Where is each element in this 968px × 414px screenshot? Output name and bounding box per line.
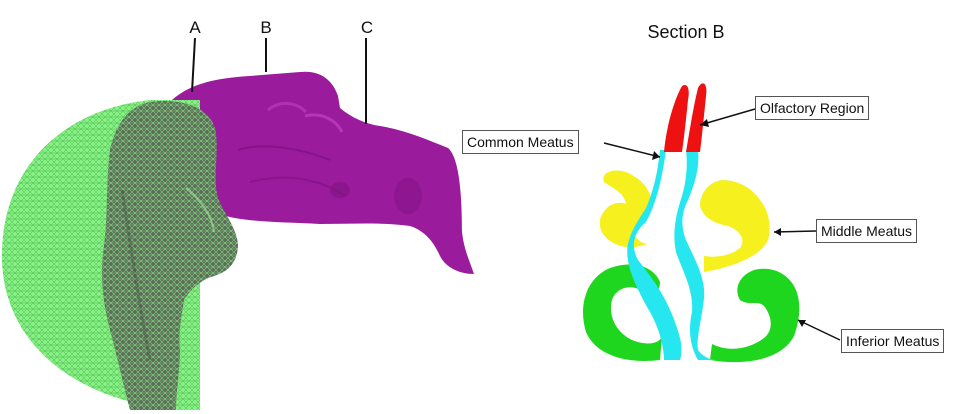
model-bulge <box>394 178 422 214</box>
model-bulge <box>330 182 350 198</box>
inferior-meatus-label: Inferior Meatus <box>841 329 944 353</box>
common-meatus-label: Common Meatus <box>462 130 579 154</box>
section-b-diagram <box>583 83 840 362</box>
section-letter-c: C <box>361 18 373 37</box>
olfactory-region-right <box>686 83 706 152</box>
olfactory-leader <box>700 109 755 125</box>
section-letter-a: A <box>189 18 201 37</box>
section-title: Section B <box>647 22 724 42</box>
middle-meatus-label: Middle Meatus <box>816 219 917 243</box>
inferior-meatus-right <box>710 269 799 362</box>
olfactory-region-label: Olfactory Region <box>755 96 869 120</box>
olfactory-region-left <box>664 85 689 152</box>
section-line-a <box>192 38 195 92</box>
inferior-leader <box>798 320 840 340</box>
section-letter-b: B <box>260 18 271 37</box>
middle-arrowhead <box>774 228 781 236</box>
common-meatus-right <box>674 150 716 360</box>
middle-meatus-right <box>700 180 770 272</box>
common-arrowhead <box>652 151 660 160</box>
middle-meatus-left <box>600 170 652 248</box>
face-mesh <box>2 100 238 410</box>
common-leader <box>604 143 660 157</box>
